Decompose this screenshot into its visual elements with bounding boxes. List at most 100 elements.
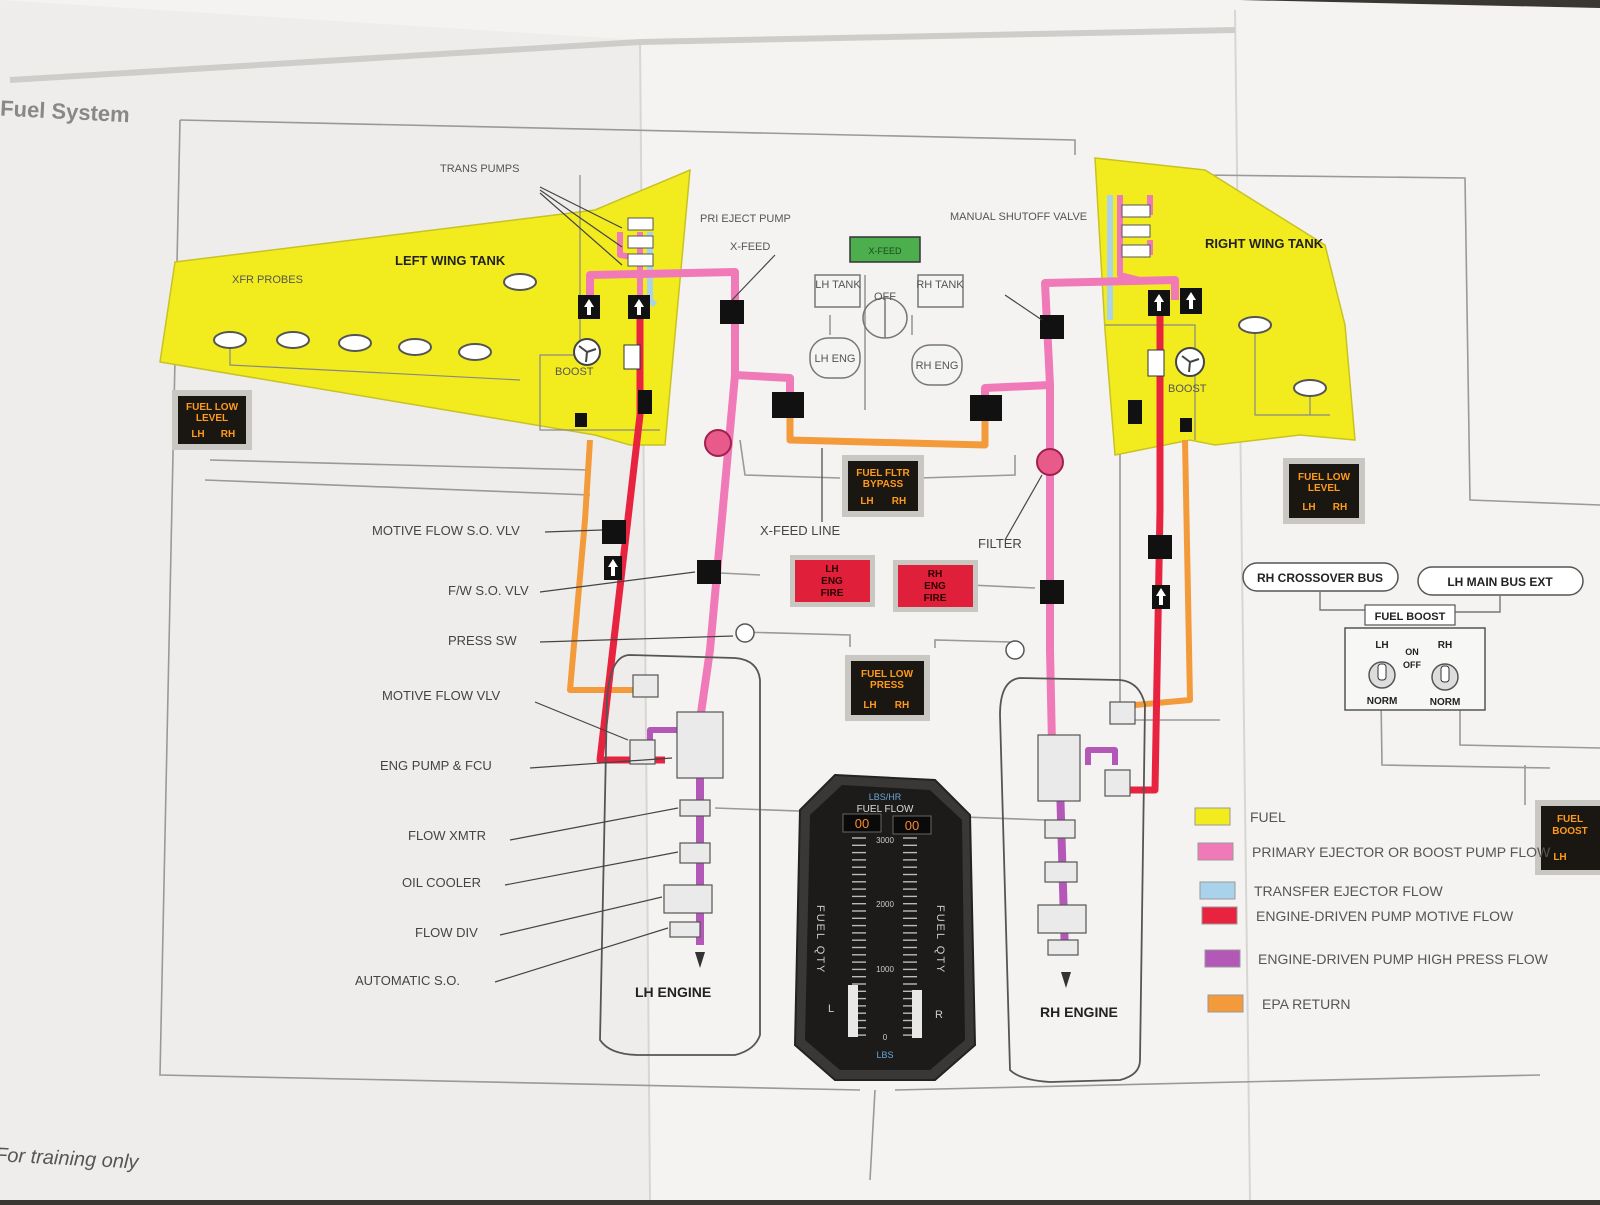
legend-swatch-fuel	[1194, 807, 1231, 826]
svg-text:LH: LH	[825, 564, 838, 575]
gauge-tick-1000: 1000	[876, 965, 894, 974]
legend-label-primary-ejector: PRIMARY EJECTOR OR BOOST PUMP FLOW	[1252, 844, 1551, 860]
gauge-tick-0: 0	[883, 1033, 888, 1042]
rh-flow-xmtr	[1044, 819, 1076, 839]
xfeed-valve-left	[720, 300, 744, 324]
xfeed-line	[786, 415, 989, 449]
svg-text:FUEL LOW: FUEL LOW	[1298, 472, 1351, 483]
fuel-probes	[213, 273, 1327, 397]
motive-flow-so-vlv-left	[602, 520, 626, 544]
xfeed-valve-rh	[970, 395, 1002, 421]
lh-flow-div	[663, 884, 713, 914]
motive-flow-so-vlv-label: MOTIVE FLOW S.O. VLV	[372, 523, 520, 538]
lh-engine-components	[629, 674, 724, 938]
trans-pumps-left	[627, 217, 654, 267]
rh-epa-box	[1109, 701, 1136, 725]
fw-so-vlv-right	[1040, 580, 1064, 604]
legend-swatch-primary-ejector	[1197, 842, 1234, 861]
legend-swatch-motive-flow	[1201, 906, 1238, 925]
svg-text:FIRE: FIRE	[821, 588, 844, 599]
probe-8	[1293, 379, 1327, 397]
fuel-boost-switch-panel	[1344, 627, 1486, 711]
fuel-boost-rh-label: RH	[1438, 640, 1452, 651]
gauge-tick-2000: 2000	[876, 900, 894, 909]
x-feed-label: X-FEED	[730, 241, 770, 253]
fuel-boost-off-label: OFF	[1403, 660, 1421, 670]
lh-exit-arrow-icon	[695, 952, 705, 968]
fuel-flow-qty-gauge: LBS/HR FUEL FLOW 00 00 3000 2000 1000 0 …	[793, 773, 977, 1081]
right-motive-flow	[1108, 315, 1164, 794]
lh-eng-fire-light[interactable]: LH ENG FIRE	[790, 555, 875, 607]
svg-text:LH: LH	[191, 429, 204, 440]
svg-text:RH: RH	[928, 569, 942, 580]
svg-text:FUEL FLTR: FUEL FLTR	[856, 468, 910, 479]
gauge-tick-3000: 3000	[876, 836, 894, 845]
right-fuel-filter	[1036, 448, 1064, 476]
svg-text:LH: LH	[1302, 502, 1315, 513]
svg-text:LEVEL: LEVEL	[196, 413, 228, 424]
rh-norm-label: NORM	[1430, 697, 1461, 708]
legend-label-fuel: FUEL	[1250, 809, 1286, 825]
eng-pump-fcu-label: ENG PUMP & FCU	[380, 758, 492, 773]
right-boost-label: BOOST	[1168, 383, 1207, 395]
annunciator-fuel-fltr-bypass: FUEL FLTR BYPASS LH RH	[842, 455, 924, 517]
gauge-qty-left-label: FUEL QTY	[814, 905, 826, 974]
annunciator-fuel-low-press: FUEL LOW PRESS LH RH	[845, 655, 930, 721]
legend-label-transfer-ejector: TRANSFER EJECTOR FLOW	[1254, 883, 1444, 899]
gauge-l-label: L	[828, 1003, 834, 1015]
manual-shutoff-valve-right	[1040, 315, 1064, 339]
automatic-so-label: AUTOMATIC S.O.	[355, 973, 460, 988]
rh-engine-components	[1037, 701, 1136, 956]
x-feed-line-label: X-FEED LINE	[760, 523, 841, 538]
annunciator-fuel-boost-edge: FUEL BOOST LH	[1535, 800, 1600, 875]
annunciator-fuel-low-level-right: FUEL LOW LEVEL LH RH	[1283, 458, 1365, 524]
left-boost-label: BOOST	[555, 366, 594, 378]
rh-engine-label: RH ENGINE	[1040, 1004, 1118, 1020]
lh-tank-selector[interactable]	[814, 274, 861, 308]
fw-so-vlv-left	[697, 560, 721, 584]
lh-automatic-so	[669, 921, 701, 938]
oil-cooler-label: OIL COOLER	[402, 875, 481, 890]
press-sw-label: PRESS SW	[448, 633, 517, 648]
lh-eng-selector[interactable]	[809, 337, 861, 379]
rh-eng-pump-fcu	[1037, 734, 1081, 802]
lh-eng-label: LH ENG	[815, 353, 856, 365]
rh-exit-arrow-icon	[1061, 972, 1071, 988]
gauge-qty-right-label: FUEL QTY	[934, 905, 946, 974]
trans-pumps-label: TRANS PUMPS	[440, 163, 519, 175]
flow-div-label: FLOW DIV	[415, 925, 478, 940]
gauge-title: FUEL FLOW	[857, 804, 914, 815]
lh-epa-box	[632, 674, 659, 698]
probe-4	[398, 338, 432, 356]
svg-text:PRESS: PRESS	[870, 680, 904, 691]
motive-flow-vlv-label: MOTIVE FLOW VLV	[382, 688, 501, 703]
paper-left-page	[0, 0, 650, 1200]
manual-shutoff-valve-label: MANUAL SHUTOFF VALVE	[950, 211, 1087, 223]
header-rule	[9, 27, 1236, 83]
right-press-switch	[1005, 640, 1025, 660]
gauge-left-flow-readout: 00	[855, 816, 869, 831]
svg-text:LH: LH	[1553, 852, 1566, 863]
rh-eng-selector[interactable]	[911, 344, 963, 386]
legend-label-epa-return: EPA RETURN	[1262, 996, 1350, 1012]
svg-text:ENG: ENG	[924, 581, 946, 592]
gauge-left-qty-bar	[848, 985, 858, 1037]
left-wing-tank	[159, 168, 691, 446]
lh-eng-pump-fcu	[676, 711, 724, 779]
left-wing-tank-label: LEFT WING TANK	[395, 253, 506, 268]
svg-text:RH: RH	[895, 700, 909, 711]
leader-lines	[494, 186, 1043, 983]
gauge-units-bottom: LBS	[876, 1050, 893, 1060]
fuel-boost-lh-label: LH	[1375, 640, 1388, 651]
manual-shutoff-valve-label-group: MANUAL SHUTOFF VALVE	[950, 211, 1087, 223]
rh-tank-selector[interactable]	[917, 274, 964, 308]
svg-text:FUEL LOW: FUEL LOW	[186, 402, 239, 413]
rh-eng-fire-light[interactable]: RH ENG FIRE	[893, 560, 978, 612]
svg-text:BOOST: BOOST	[1552, 826, 1588, 837]
rh-motive-flow-vlv	[1104, 769, 1131, 797]
boost-pumps	[573, 338, 1205, 377]
svg-text:ENG: ENG	[821, 576, 843, 587]
annunciator-fuel-low-level-left: FUEL LOW LEVEL LH RH	[172, 390, 252, 450]
